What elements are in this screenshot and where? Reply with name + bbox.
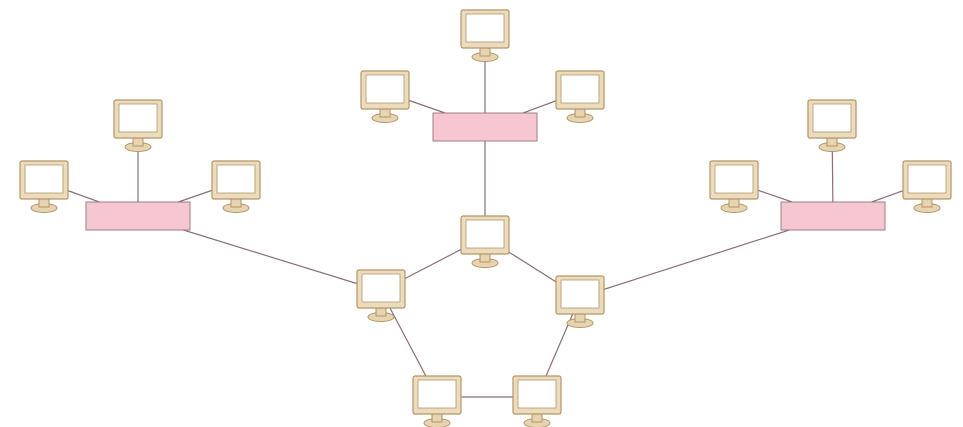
computer-top-star-1 bbox=[360, 70, 410, 123]
computer-right-star-2 bbox=[807, 99, 857, 152]
computer-left-star-1 bbox=[19, 160, 69, 213]
hub-left bbox=[85, 201, 191, 231]
monitor-icon bbox=[807, 99, 857, 152]
monitor-icon bbox=[19, 160, 69, 213]
monitor-icon bbox=[709, 160, 759, 213]
computer-left-star-2 bbox=[113, 99, 163, 152]
computer-left-star-3 bbox=[211, 160, 261, 213]
computers-layer bbox=[19, 9, 952, 427]
hub-top bbox=[432, 112, 538, 142]
hubs-layer bbox=[85, 112, 886, 231]
monitor-icon bbox=[512, 375, 562, 427]
computer-ring-right bbox=[555, 275, 605, 328]
monitor-icon bbox=[211, 160, 261, 213]
hub-right bbox=[780, 201, 886, 231]
monitor-icon bbox=[360, 70, 410, 123]
computer-top-star-3 bbox=[555, 70, 605, 123]
computer-ring-top bbox=[460, 215, 510, 268]
monitor-icon bbox=[555, 70, 605, 123]
monitor-icon bbox=[460, 9, 510, 62]
computer-top-star-2 bbox=[460, 9, 510, 62]
monitor-icon bbox=[460, 215, 510, 268]
computer-ring-bottom-right bbox=[512, 375, 562, 427]
monitor-icon bbox=[113, 99, 163, 152]
monitor-icon bbox=[412, 375, 462, 427]
computer-ring-bottom-left bbox=[412, 375, 462, 427]
monitor-icon bbox=[902, 160, 952, 213]
monitor-icon bbox=[555, 275, 605, 328]
computer-right-star-3 bbox=[902, 160, 952, 213]
computer-ring-left bbox=[356, 269, 406, 322]
monitor-icon bbox=[356, 269, 406, 322]
computer-right-star-1 bbox=[709, 160, 759, 213]
